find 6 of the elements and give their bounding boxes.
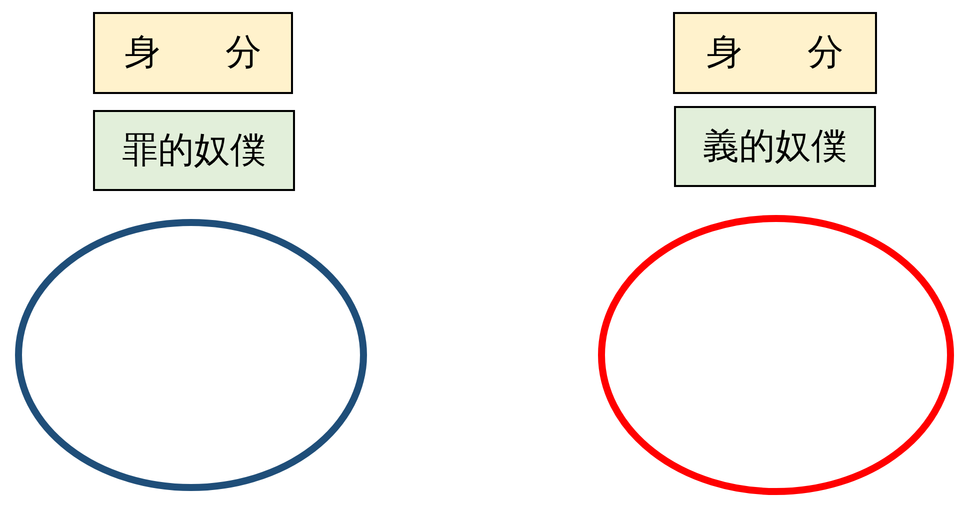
label-box: 罪的奴僕 (93, 110, 295, 191)
ellipse (598, 215, 954, 495)
label-box: 身 分 (673, 12, 877, 94)
label-box: 義的奴僕 (674, 106, 876, 187)
label-box: 身 分 (93, 12, 293, 94)
ellipse (15, 219, 367, 491)
